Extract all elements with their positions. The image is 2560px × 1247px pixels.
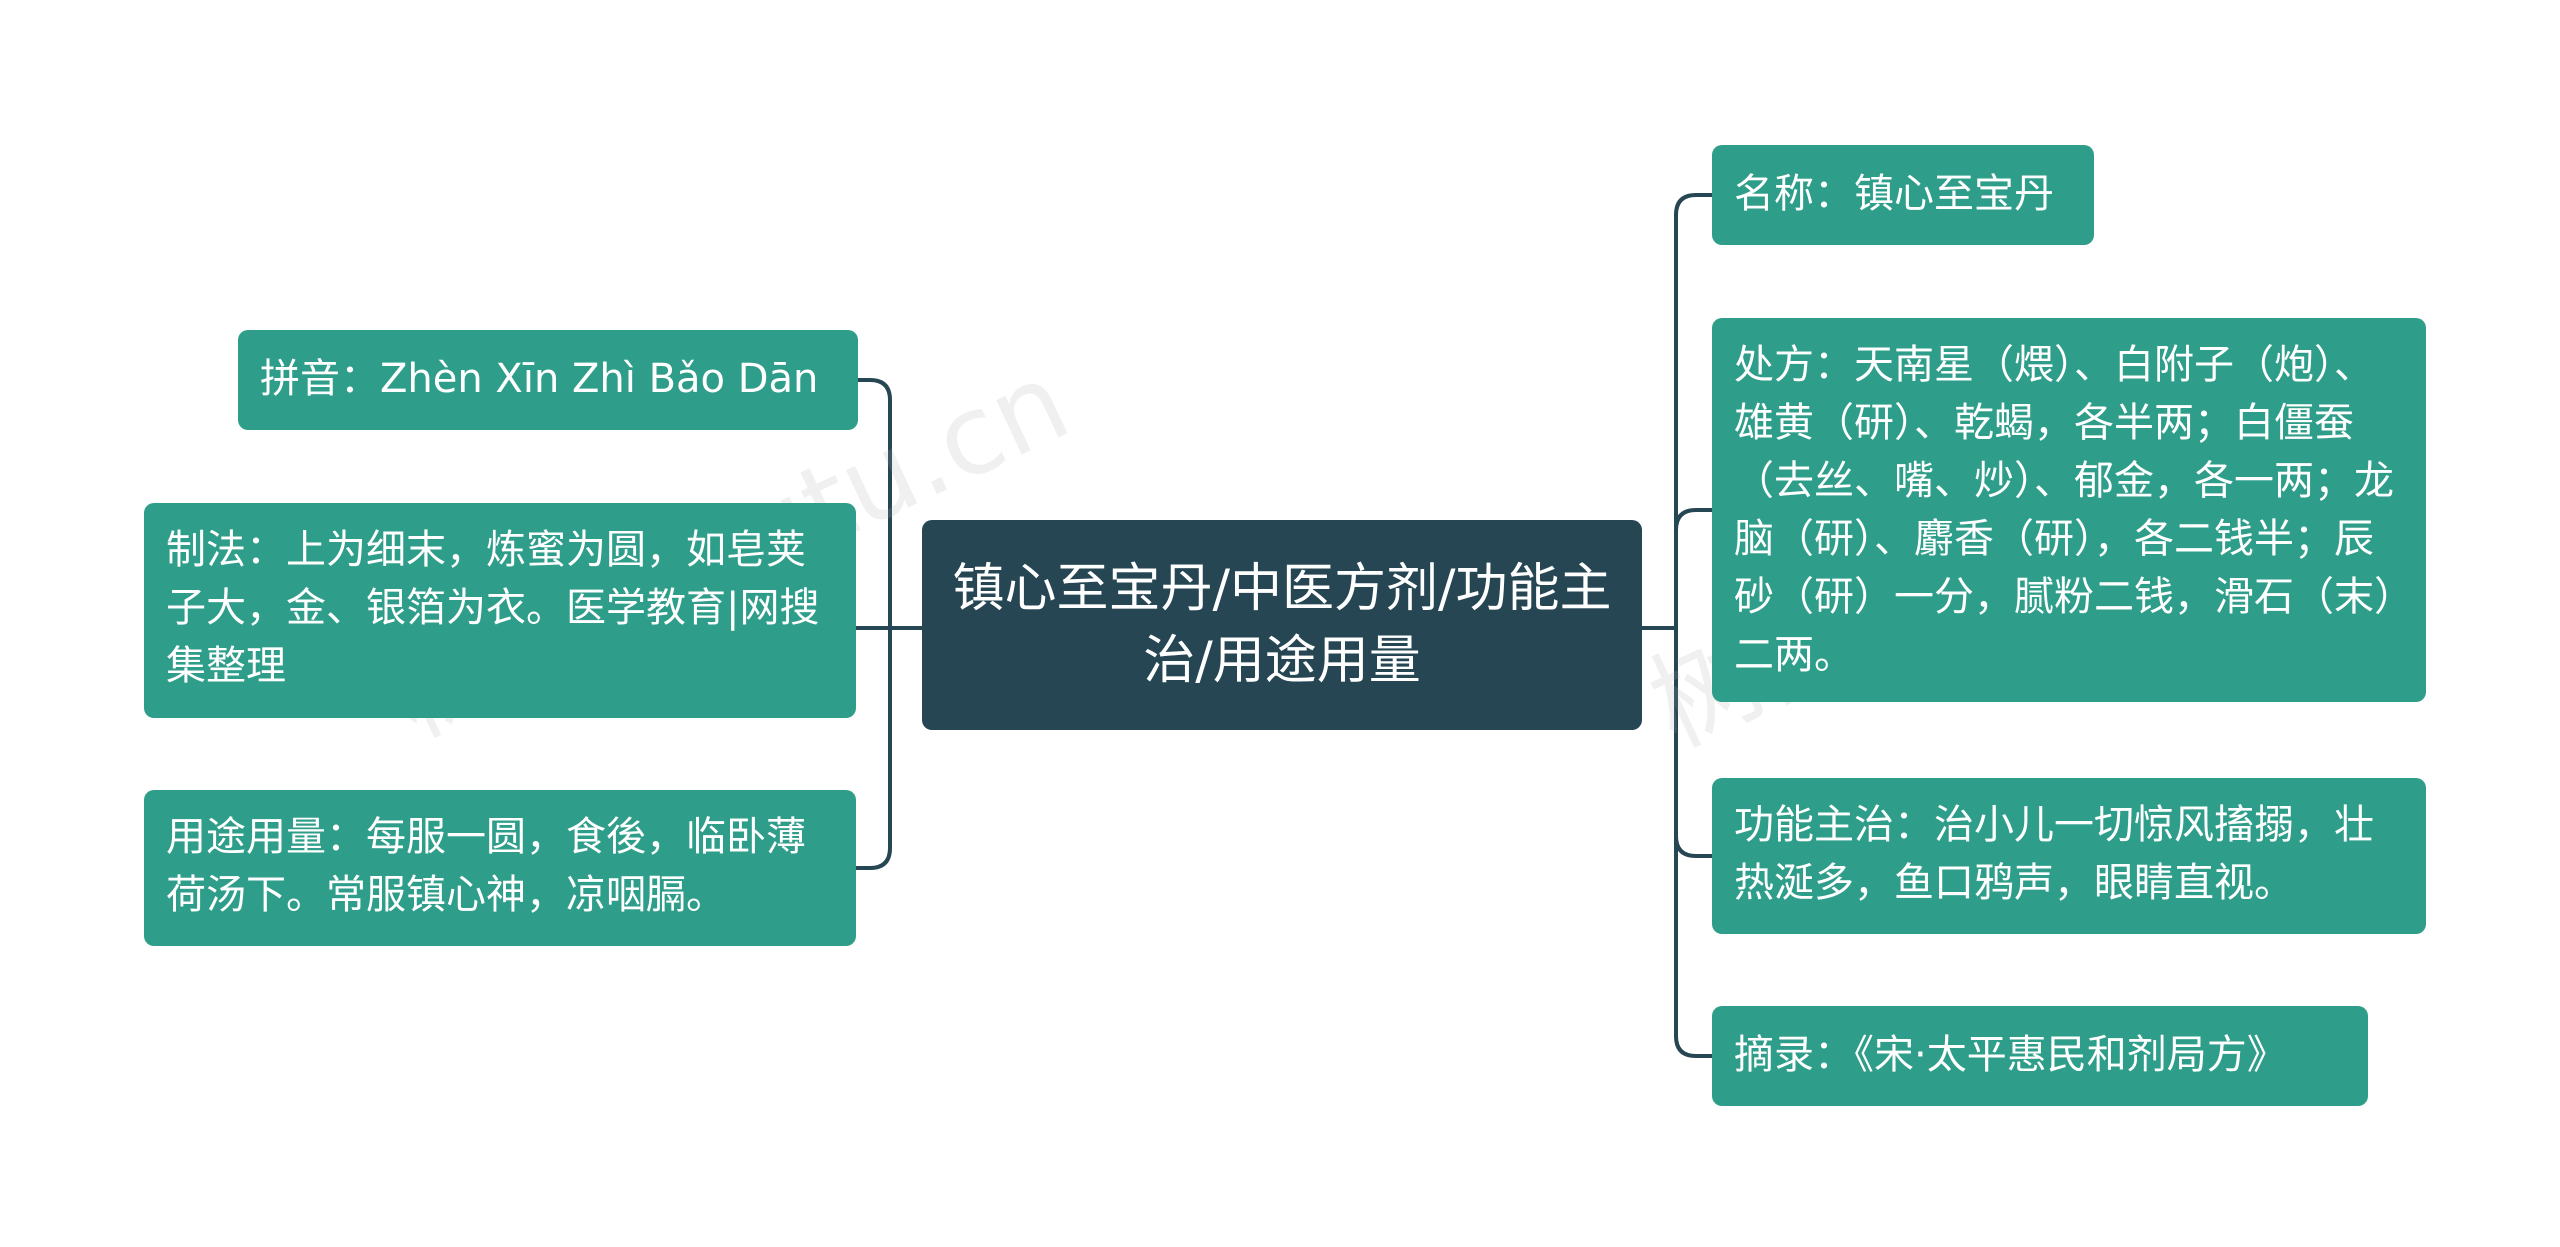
node-chufang-label: 处方：天南星（煨）、白附子（炮）、雄黄（研）、乾蝎，各半两；白僵蚕（去丝、嘴、炒… — [1734, 342, 2394, 678]
node-gongneng[interactable]: 功能主治：治小儿一切惊风搐搦，壮热涎多，鱼口鸦声，眼睛直视。 — [1712, 778, 2426, 934]
connector-line-yongtu — [856, 628, 892, 870]
node-zhailu-label: 摘录：《宋·太平惠民和剂局方》 — [1734, 1032, 2287, 1078]
connector-line-gongneng — [1674, 628, 1712, 858]
node-yongtu[interactable]: 用途用量：每服一圆，食後，临卧薄荷汤下。常服镇心神，凉咽膈。 — [144, 790, 856, 946]
center-topic-label: 镇心至宝丹/中医方剂/功能主治/用途用量 — [952, 559, 1612, 691]
node-yongtu-label: 用途用量：每服一圆，食後，临卧薄荷汤下。常服镇心神，凉咽膈。 — [166, 814, 806, 918]
connector-line-chufang — [1674, 508, 1712, 628]
node-zhailu[interactable]: 摘录：《宋·太平惠民和剂局方》 — [1712, 1006, 2368, 1106]
node-mingcheng[interactable]: 名称：镇心至宝丹 — [1712, 145, 2094, 245]
connector-line-zhailu — [1674, 836, 1712, 1058]
connector-line-mingcheng — [1642, 193, 1712, 630]
node-mingcheng-label: 名称：镇心至宝丹 — [1734, 171, 2054, 217]
node-pinyin[interactable]: 拼音：Zhèn Xīn Zhì Bǎo Dān — [238, 330, 858, 430]
center-topic[interactable]: 镇心至宝丹/中医方剂/功能主治/用途用量 — [922, 520, 1642, 730]
node-chufang[interactable]: 处方：天南星（煨）、白附子（炮）、雄黄（研）、乾蝎，各半两；白僵蚕（去丝、嘴、炒… — [1712, 318, 2426, 702]
node-zhifa-label: 制法：上为细末，炼蜜为圆，如皂荚子大，金、银箔为衣。医学教育|网搜集整理 — [166, 527, 820, 689]
node-zhifa[interactable]: 制法：上为细末，炼蜜为圆，如皂荚子大，金、银箔为衣。医学教育|网搜集整理 — [144, 503, 856, 718]
node-gongneng-label: 功能主治：治小儿一切惊风搐搦，壮热涎多，鱼口鸦声，眼睛直视。 — [1734, 802, 2374, 906]
node-pinyin-label: 拼音：Zhèn Xīn Zhì Bǎo Dān — [260, 356, 819, 402]
connector-line-pinyin — [852, 378, 922, 630]
